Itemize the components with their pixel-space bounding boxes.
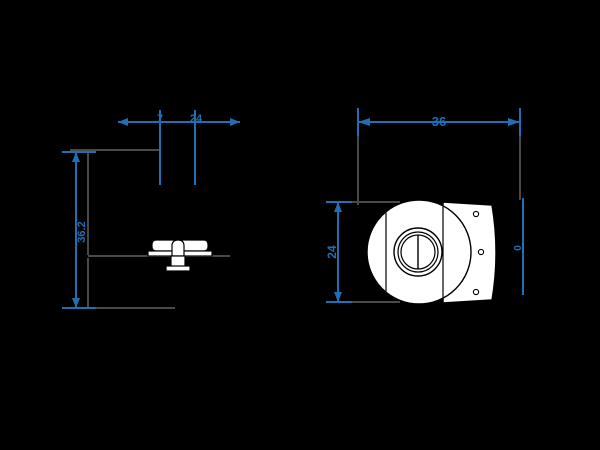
right-far-vertical-dim-text: 0 [513, 245, 524, 251]
left-vertical-dim-text: 36.2 [76, 221, 88, 242]
arrow-right [508, 118, 520, 126]
right-left-vertical-dim-text: 24 [325, 245, 339, 259]
arrow-up [334, 202, 342, 212]
right-view-part [366, 199, 497, 305]
left-top-dim-b-text: 24 [190, 113, 203, 125]
right-left-vertical-dimension [326, 201, 352, 303]
arrow-left [118, 118, 128, 126]
fitting-dome [171, 239, 185, 257]
mounting-hole [472, 210, 480, 218]
left-view-group: 7 24 36.2 [62, 110, 240, 309]
right-top-dim-text: 36 [432, 114, 446, 129]
left-top-dimension [118, 110, 240, 185]
right-top-dimension [357, 108, 521, 136]
right-view-group: 36 24 0 [325, 108, 524, 305]
left-vertical-dimension [62, 151, 96, 309]
round-body [366, 199, 472, 305]
center-ring-outer [393, 227, 443, 277]
arrow-right [230, 118, 240, 126]
mounting-hole [477, 248, 485, 256]
left-view-part [147, 239, 213, 272]
fitting-base [165, 265, 191, 272]
arrow-down [72, 298, 80, 308]
arrow-left [358, 118, 370, 126]
left-top-dim-a-text: 7 [157, 113, 163, 125]
arrow-down [334, 292, 342, 302]
arrow-up [72, 152, 80, 162]
mounting-hole [472, 288, 480, 296]
center-ring-middle [397, 231, 439, 273]
